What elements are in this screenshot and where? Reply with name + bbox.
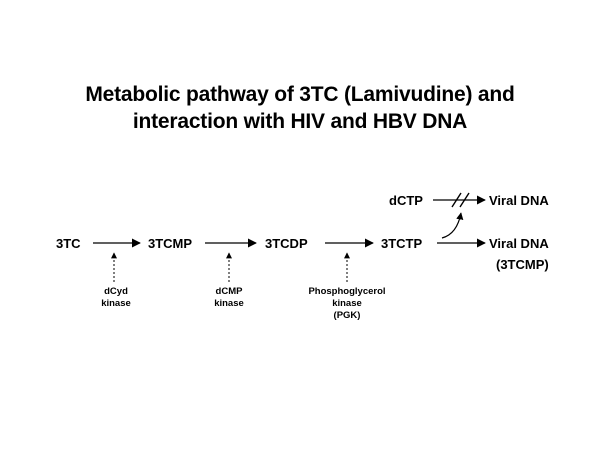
enzyme-dcyd-line2: kinase — [101, 298, 131, 309]
node-3tcdp: 3TCDP — [265, 236, 308, 251]
enzyme-pgk-line3: (PGK) — [333, 310, 361, 321]
enzyme-dcyd-line1: dCyd — [104, 286, 128, 297]
node-dctp: dCTP — [389, 193, 423, 208]
enzyme-pgk-line2: kinase — [332, 298, 362, 309]
block-mark-1 — [451, 192, 462, 208]
enzyme-dcyd-kinase: dCyd kinase — [96, 286, 136, 310]
node-3tctp: 3TCTP — [381, 236, 423, 251]
enzyme-pgk-line1: Phosphoglycerol — [308, 286, 386, 297]
node-viral-dna-main: Viral DNA — [489, 236, 549, 251]
title-line-2: interaction with HIV and HBV DNA — [132, 110, 468, 133]
title-line-1: Metabolic pathway of 3TC (Lamivudine) an… — [85, 83, 515, 106]
enzyme-pgk: Phosphoglycerol kinase (PGK) — [297, 286, 397, 322]
node-3tc: 3TC — [56, 236, 81, 251]
enzyme-dcmp-line1: dCMP — [215, 286, 243, 297]
node-viral-dna-sub: (3TCMP) — [496, 257, 549, 272]
node-viral-dna-top: Viral DNA — [489, 193, 549, 208]
arrow-3tctp-competes — [441, 212, 464, 239]
enzyme-dcmp-kinase: dCMP kinase — [209, 286, 249, 310]
node-3tcmp: 3TCMP — [148, 236, 193, 251]
block-mark-2 — [459, 192, 470, 208]
enzyme-dcmp-line2: kinase — [214, 298, 244, 309]
